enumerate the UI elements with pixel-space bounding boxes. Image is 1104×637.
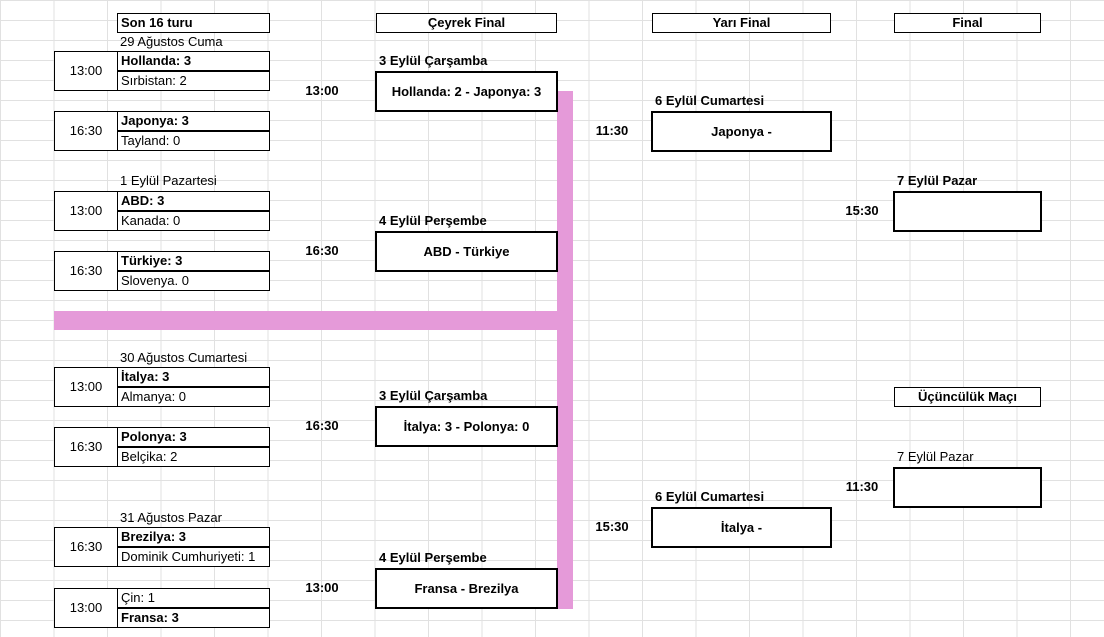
r16-match-time: 16:30 (54, 111, 118, 151)
r16-team: Kanada: 0 (117, 211, 270, 231)
r16-team: Tayland: 0 (117, 131, 270, 151)
r16-team-winner: Hollanda: 3 (117, 51, 270, 71)
header-third-place: Üçüncülük Maçı (894, 387, 1041, 407)
header-final: Final (894, 13, 1041, 33)
final-time: 15:30 (845, 203, 879, 218)
r16-date: 1 Eylül Pazartesi (120, 173, 217, 188)
r16-match-time: 16:30 (54, 527, 118, 567)
r16-match-time: 16:30 (54, 427, 118, 467)
qf-match-box: ABD - Türkiye (375, 231, 558, 272)
sf-time: 15:30 (595, 519, 629, 534)
qf-date: 4 Eylül Perşembe (379, 550, 487, 565)
third-place-date: 7 Eylül Pazar (897, 449, 974, 464)
qf-time: 16:30 (305, 418, 339, 433)
sf-date: 6 Eylül Cumartesi (655, 93, 765, 108)
sf-match-box: Japonya - (651, 111, 832, 152)
sf-match-box: İtalya - (651, 507, 832, 548)
qf-date: 4 Eylül Perşembe (379, 213, 487, 228)
r16-team: Sırbistan: 2 (117, 71, 270, 91)
header-semi-final: Yarı Final (652, 13, 831, 33)
qf-date: 3 Eylül Çarşamba (379, 388, 488, 403)
qf-date: 3 Eylül Çarşamba (379, 53, 488, 68)
r16-team-winner: Japonya: 3 (117, 111, 270, 131)
qf-match-box: İtalya: 3 - Polonya: 0 (375, 406, 558, 447)
r16-team-winner: Brezilya: 3 (117, 527, 270, 547)
r16-team-winner: Fransa: 3 (117, 608, 270, 628)
r16-match-time: 13:00 (54, 367, 118, 407)
r16-match-time: 16:30 (54, 251, 118, 291)
r16-team: Almanya: 0 (117, 387, 270, 407)
r16-team-winner: Polonya: 3 (117, 427, 270, 447)
r16-date: 29 Ağustos Cuma (120, 34, 223, 49)
qf-time: 13:00 (305, 580, 339, 595)
sf-time: 11:30 (595, 123, 629, 138)
r16-match-time: 13:00 (54, 191, 118, 231)
r16-team-winner: ABD: 3 (117, 191, 270, 211)
r16-team: Dominik Cumhuriyeti: 1 (117, 547, 270, 567)
third-place-match-box (893, 467, 1042, 508)
qf-time: 16:30 (305, 243, 339, 258)
r16-date: 30 Ağustos Cumartesi (120, 350, 248, 365)
qf-match-box: Fransa - Brezilya (375, 568, 558, 609)
qf-time: 13:00 (305, 83, 339, 98)
header-round-of-16: Son 16 turu (117, 13, 270, 33)
header-quarter-final: Çeyrek Final (376, 13, 557, 33)
sf-date: 6 Eylül Cumartesi (655, 489, 765, 504)
r16-date: 31 Ağustos Pazar (120, 510, 222, 525)
r16-team: Slovenya. 0 (117, 271, 270, 291)
r16-team-winner: İtalya: 3 (117, 367, 270, 387)
r16-team-winner: Türkiye: 3 (117, 251, 270, 271)
final-date: 7 Eylül Pazar (897, 173, 978, 188)
bracket-connector-horizontal (54, 311, 573, 330)
qf-match-box: Hollanda: 2 - Japonya: 3 (375, 71, 558, 112)
third-place-time: 11:30 (845, 479, 879, 494)
r16-team: Belçika: 2 (117, 447, 270, 467)
bracket-connector-vertical (557, 91, 573, 609)
r16-match-time: 13:00 (54, 51, 118, 91)
r16-team: Çin: 1 (117, 588, 270, 608)
final-match-box (893, 191, 1042, 232)
r16-match-time: 13:00 (54, 588, 118, 628)
